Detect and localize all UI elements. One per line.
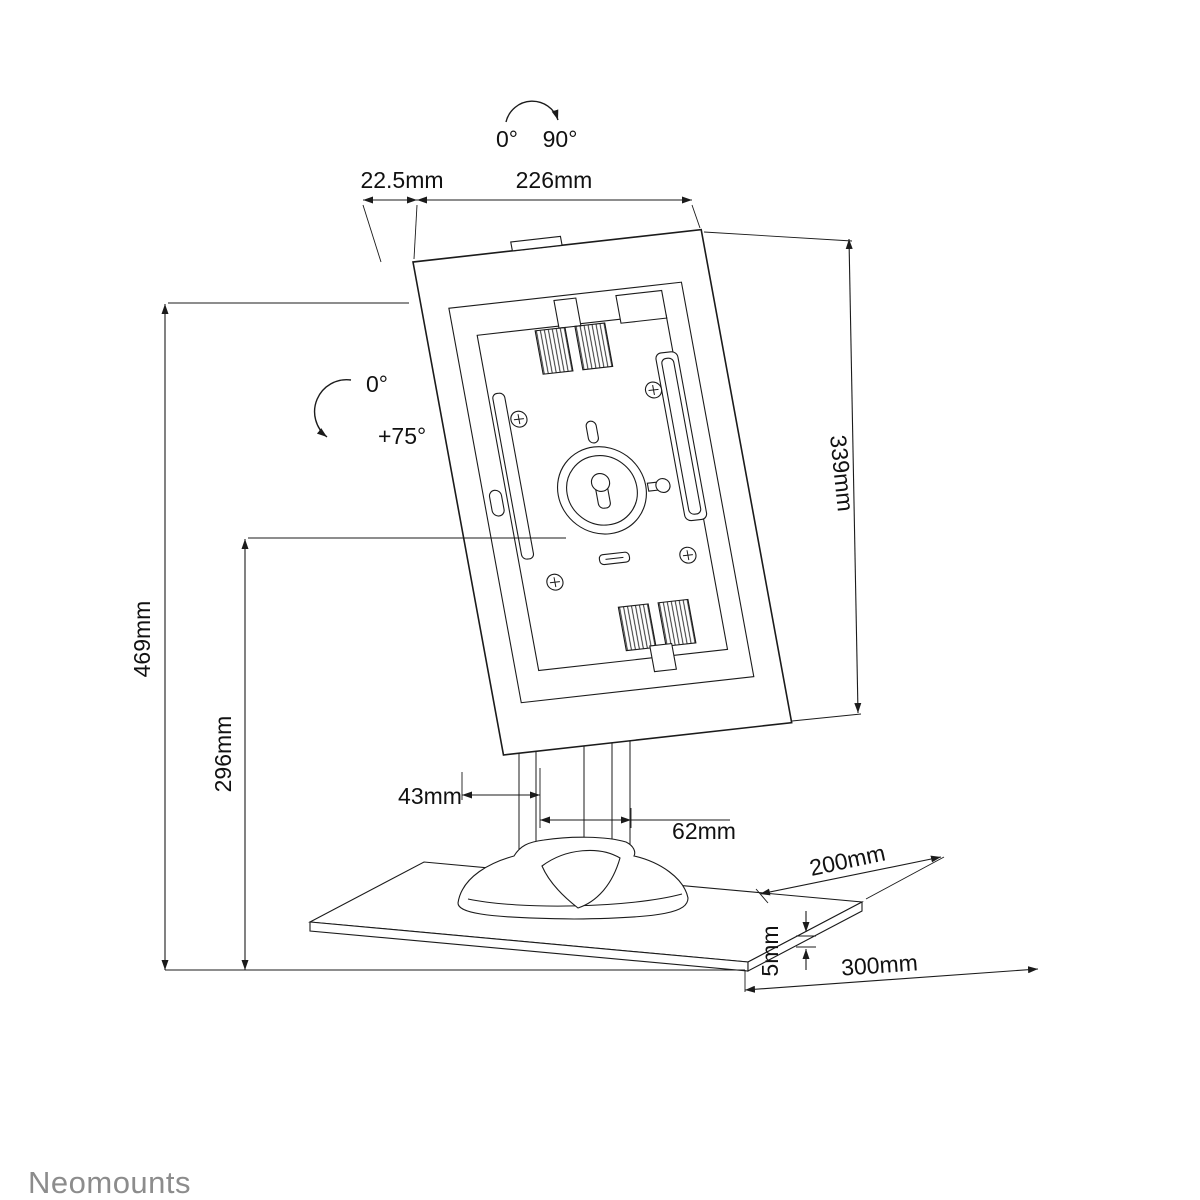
swivel-min-label: 0° xyxy=(496,126,518,152)
cable-clip-fold xyxy=(541,849,621,909)
dim-line-base-width xyxy=(744,966,1039,993)
top-clamp-right xyxy=(574,322,614,371)
dim-line-base-depth xyxy=(759,855,942,896)
top-notch xyxy=(510,235,563,252)
total-height-label: 469mm xyxy=(129,601,155,678)
dim-line-enclosure-height xyxy=(845,238,862,714)
bottom-bracket-neck xyxy=(649,642,678,673)
bottom-clamp-right xyxy=(657,598,697,647)
tilt-arc-icon xyxy=(313,378,352,438)
tilt-max-label: +75° xyxy=(378,423,426,449)
alignment-pin xyxy=(585,420,599,444)
column-width-label: 43mm xyxy=(398,783,462,809)
bottom-adjust-slot xyxy=(598,551,631,566)
enclosure-depth-label: 22.5mm xyxy=(360,167,443,193)
brand-logo: Neomounts xyxy=(28,1165,191,1200)
screw-icon xyxy=(546,573,564,591)
bottom-clamp-left xyxy=(617,603,657,652)
screw-icon xyxy=(644,381,663,399)
column-depth-label: 62mm xyxy=(672,818,736,844)
base-width-label: 300mm xyxy=(840,949,918,980)
left-slot xyxy=(492,392,535,560)
tilt-min-label: 0° xyxy=(366,371,388,397)
top-right-cutout xyxy=(615,289,668,324)
enclosure-height-label: 339mm xyxy=(825,434,859,513)
top-clamp-left xyxy=(534,326,574,375)
base-thickness-label: 5mm xyxy=(757,925,783,976)
base-depth-label: 200mm xyxy=(807,839,887,880)
swivel-arc-icon xyxy=(505,100,559,123)
dimension-annotations: 0° 90° 0° +75° 22.5mm 226mm 339mm 469mm … xyxy=(129,100,1039,993)
tablet-enclosure xyxy=(412,228,793,756)
screw-icon xyxy=(510,410,528,428)
keyhole-circle xyxy=(590,472,611,492)
stand-foot-dome xyxy=(457,836,689,920)
right-slot-inner xyxy=(661,357,702,515)
side-thumbscrew xyxy=(646,478,671,494)
key-lock xyxy=(488,489,505,517)
center-height-label: 296mm xyxy=(210,716,236,793)
screw-icon xyxy=(679,546,697,564)
swivel-max-label: 90° xyxy=(543,126,578,152)
top-bracket-neck xyxy=(553,297,582,329)
enclosure-width-label: 226mm xyxy=(516,167,593,193)
